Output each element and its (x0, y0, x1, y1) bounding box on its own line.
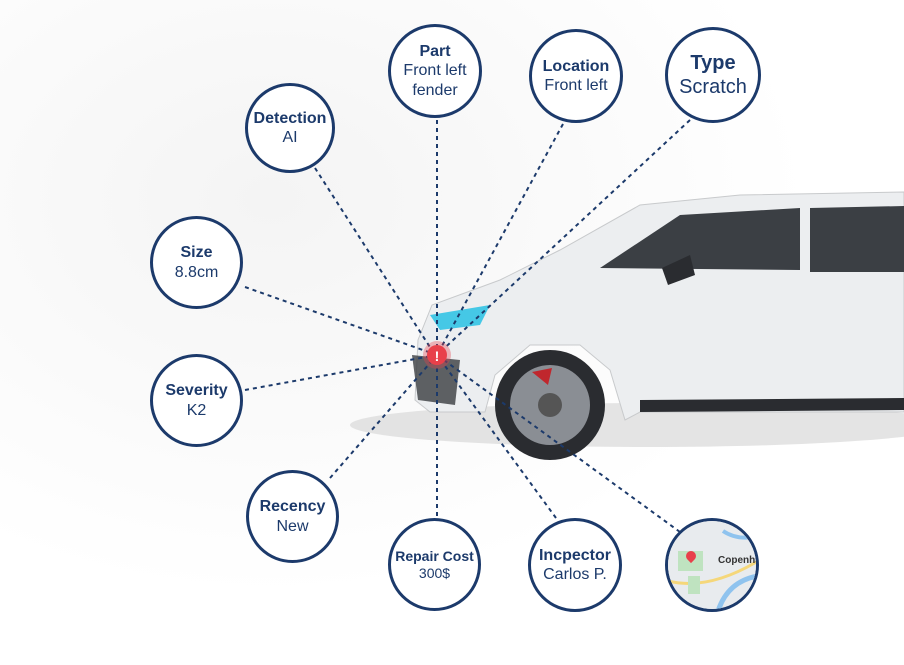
size-title: Size (180, 244, 213, 262)
damage-marker[interactable] (427, 345, 447, 365)
detection-title: Detection (253, 109, 327, 127)
severity-value: K2 (186, 401, 207, 419)
detection-value: AI (282, 129, 298, 146)
location-value: Front left (544, 77, 608, 94)
repair-cost-value: 300$ (418, 564, 451, 581)
type-value: Scratch (679, 76, 747, 98)
part-value: Front left fender (403, 62, 467, 99)
connector-lines (244, 119, 691, 533)
recency-value: New (276, 517, 309, 535)
severity-title: Severity (165, 382, 228, 400)
map-graphic (668, 521, 756, 609)
inspector-title: Incpector (538, 546, 611, 564)
repair-cost-title: Repair Cost (395, 547, 474, 564)
recency-title: Recency (259, 498, 326, 516)
exclamation-icon: ! (435, 348, 440, 364)
map-thumbnail[interactable]: Copenhag (665, 518, 759, 612)
size-value: 8.8cm (174, 263, 219, 281)
part-title: Part (419, 43, 451, 61)
type-title: Type (690, 52, 736, 74)
inspector-value: Carlos P. (543, 566, 607, 583)
map-city-label: Copenhag (718, 555, 756, 566)
location-title: Location (542, 57, 610, 75)
